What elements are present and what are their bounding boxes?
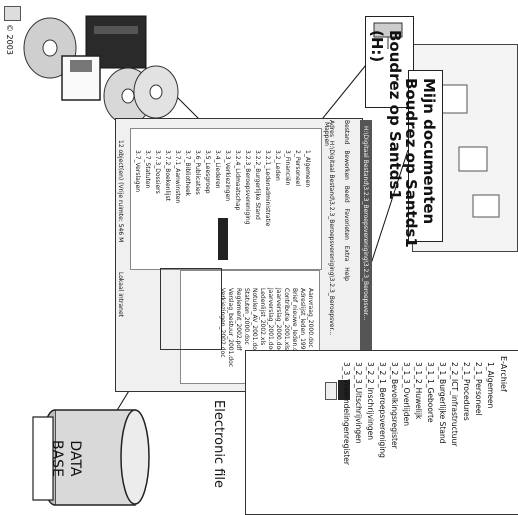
tree-item[interactable]: 3.6_Publicaties bbox=[192, 150, 202, 226]
classification-item[interactable]: 2_1_Personeel bbox=[472, 362, 484, 465]
menu-item-bewerken[interactable]: Bewerken bbox=[343, 150, 350, 180]
explorer-menu-bar: Bestand Bewerken Beeld Favorieten Extra … bbox=[343, 120, 350, 281]
home-drive-label: Boudrez op Santds1 (H:) bbox=[368, 30, 404, 200]
tree-item[interactable]: 3.3_Verkiezingen bbox=[222, 150, 232, 226]
classification-item[interactable]: 1_Algemeen bbox=[484, 362, 496, 465]
classification-item[interactable]: 3_1_2_Huwelijk bbox=[412, 362, 424, 465]
tree-item[interactable]: 3.2.3_Beroepsvereniging bbox=[242, 150, 252, 226]
classification-item[interactable]: 3_2_1_Beroepsvereniging bbox=[376, 362, 388, 465]
database-label: DATA BASE bbox=[48, 440, 84, 477]
classification-item[interactable]: 3_2_2_Inschrijvingen bbox=[364, 362, 376, 465]
file-item[interactable]: Verkiezingen_2002.doc bbox=[218, 288, 226, 367]
tree-item[interactable]: 3.7_Bibliotheek bbox=[182, 150, 192, 226]
menu-item-extra[interactable]: Extra bbox=[343, 246, 350, 262]
tree-item[interactable]: 1_Algemeen bbox=[302, 150, 312, 226]
database-label-line2: BASE bbox=[48, 440, 66, 477]
explorer-title: H:\Digitaal Bestand\3.2.3_Beroepsverenig… bbox=[362, 126, 369, 320]
tree-item[interactable]: 2_Personeel bbox=[292, 150, 302, 226]
menu-item-bestand[interactable]: Bestand bbox=[343, 120, 350, 145]
my-documents-label: Mijn documenten Boudrez op Santds1 bbox=[402, 78, 438, 248]
classification-list: 1_Algemeen 2_1_Personeel 2_1_Procedures … bbox=[340, 362, 496, 465]
my-documents-line1: Mijn documenten bbox=[420, 78, 438, 248]
status-bar-zone: Lokaal intranet bbox=[117, 272, 124, 317]
tree-item[interactable]: 3.7_Verslagen bbox=[132, 150, 142, 226]
explorer-address-bar: Adres H:\Digitaal Bestand\3.2.3_Beroepsv… bbox=[328, 120, 335, 335]
tree-item[interactable]: 3.2.1_Ledenadministratie bbox=[262, 150, 272, 226]
database-icon bbox=[25, 405, 165, 513]
tree-item[interactable]: 3.7.2_Boekenlijst bbox=[162, 150, 172, 226]
menu-item-beeld[interactable]: Beeld bbox=[343, 186, 350, 203]
tree-item[interactable]: 3.2.4_Lidmaatschap bbox=[232, 150, 242, 226]
classification-item[interactable]: 3_1_Burgerlijke Stand bbox=[436, 362, 448, 465]
electronic-file-label: Electronic file bbox=[211, 400, 226, 488]
tree-item[interactable]: 3.7_Statuten bbox=[142, 150, 152, 226]
folder-icon-3 bbox=[473, 195, 499, 217]
file-item[interactable]: Reglement_2002.pdf bbox=[234, 288, 242, 367]
tree-item[interactable]: 3.2.2_Burgerlijke Stand bbox=[252, 150, 262, 226]
classification-item[interactable]: 3_2_Bevolkingsregister bbox=[388, 362, 400, 465]
classification-item[interactable]: 3_1_1_Geboorte bbox=[424, 362, 436, 465]
tree-item[interactable]: 3.2_Leden bbox=[272, 150, 282, 226]
copyright-text: © 2003 bbox=[5, 24, 14, 55]
folder-icon-2 bbox=[459, 147, 487, 171]
list-scroll-button-2[interactable] bbox=[325, 382, 337, 400]
folder-tree: 1_Algemeen 2_Personeel 3_Financiën 3.2_L… bbox=[132, 150, 312, 226]
address-input[interactable]: H:\Digitaal Bestand\3.2.3_Beroepsverenig… bbox=[328, 141, 335, 335]
file-selection-box bbox=[160, 268, 222, 350]
tree-item[interactable]: 3.5_Leesgroep bbox=[202, 150, 212, 226]
menu-item-help[interactable]: Help bbox=[343, 267, 350, 281]
classification-item[interactable]: 2_1_Procedures bbox=[460, 362, 472, 465]
storage-media-illustration bbox=[18, 0, 188, 130]
menu-item-favorieten[interactable]: Favorieten bbox=[343, 208, 350, 239]
file-item[interactable]: Verslag_bestuur_2001.doc bbox=[226, 288, 234, 367]
tree-item[interactable]: 3.7.3_Dossiers bbox=[152, 150, 162, 226]
classification-item[interactable]: 3_1_3_Overlijden bbox=[400, 362, 412, 465]
tree-item[interactable]: 3_Financiën bbox=[282, 150, 292, 226]
classification-item[interactable]: 3_3_Vreemdelingenregister bbox=[340, 362, 352, 465]
classification-title: E-Archief bbox=[499, 356, 508, 392]
status-bar-objects: 12 object(en) (Vrije ruimte: 546 M bbox=[117, 140, 124, 242]
tree-item[interactable]: 3.7.1_Aanwinsten bbox=[172, 150, 182, 226]
folders-header: Mappen bbox=[323, 122, 330, 146]
classification-item[interactable]: 2_2_ICT_infrastructuur bbox=[448, 362, 460, 465]
classification-item[interactable]: 3_2_3_Uitschrijvingen bbox=[352, 362, 364, 465]
database-label-line1: DATA bbox=[66, 440, 84, 477]
my-documents-line2: Boudrez op Santds1 bbox=[402, 78, 420, 248]
tree-item[interactable]: 3.4_Liederen bbox=[212, 150, 222, 226]
